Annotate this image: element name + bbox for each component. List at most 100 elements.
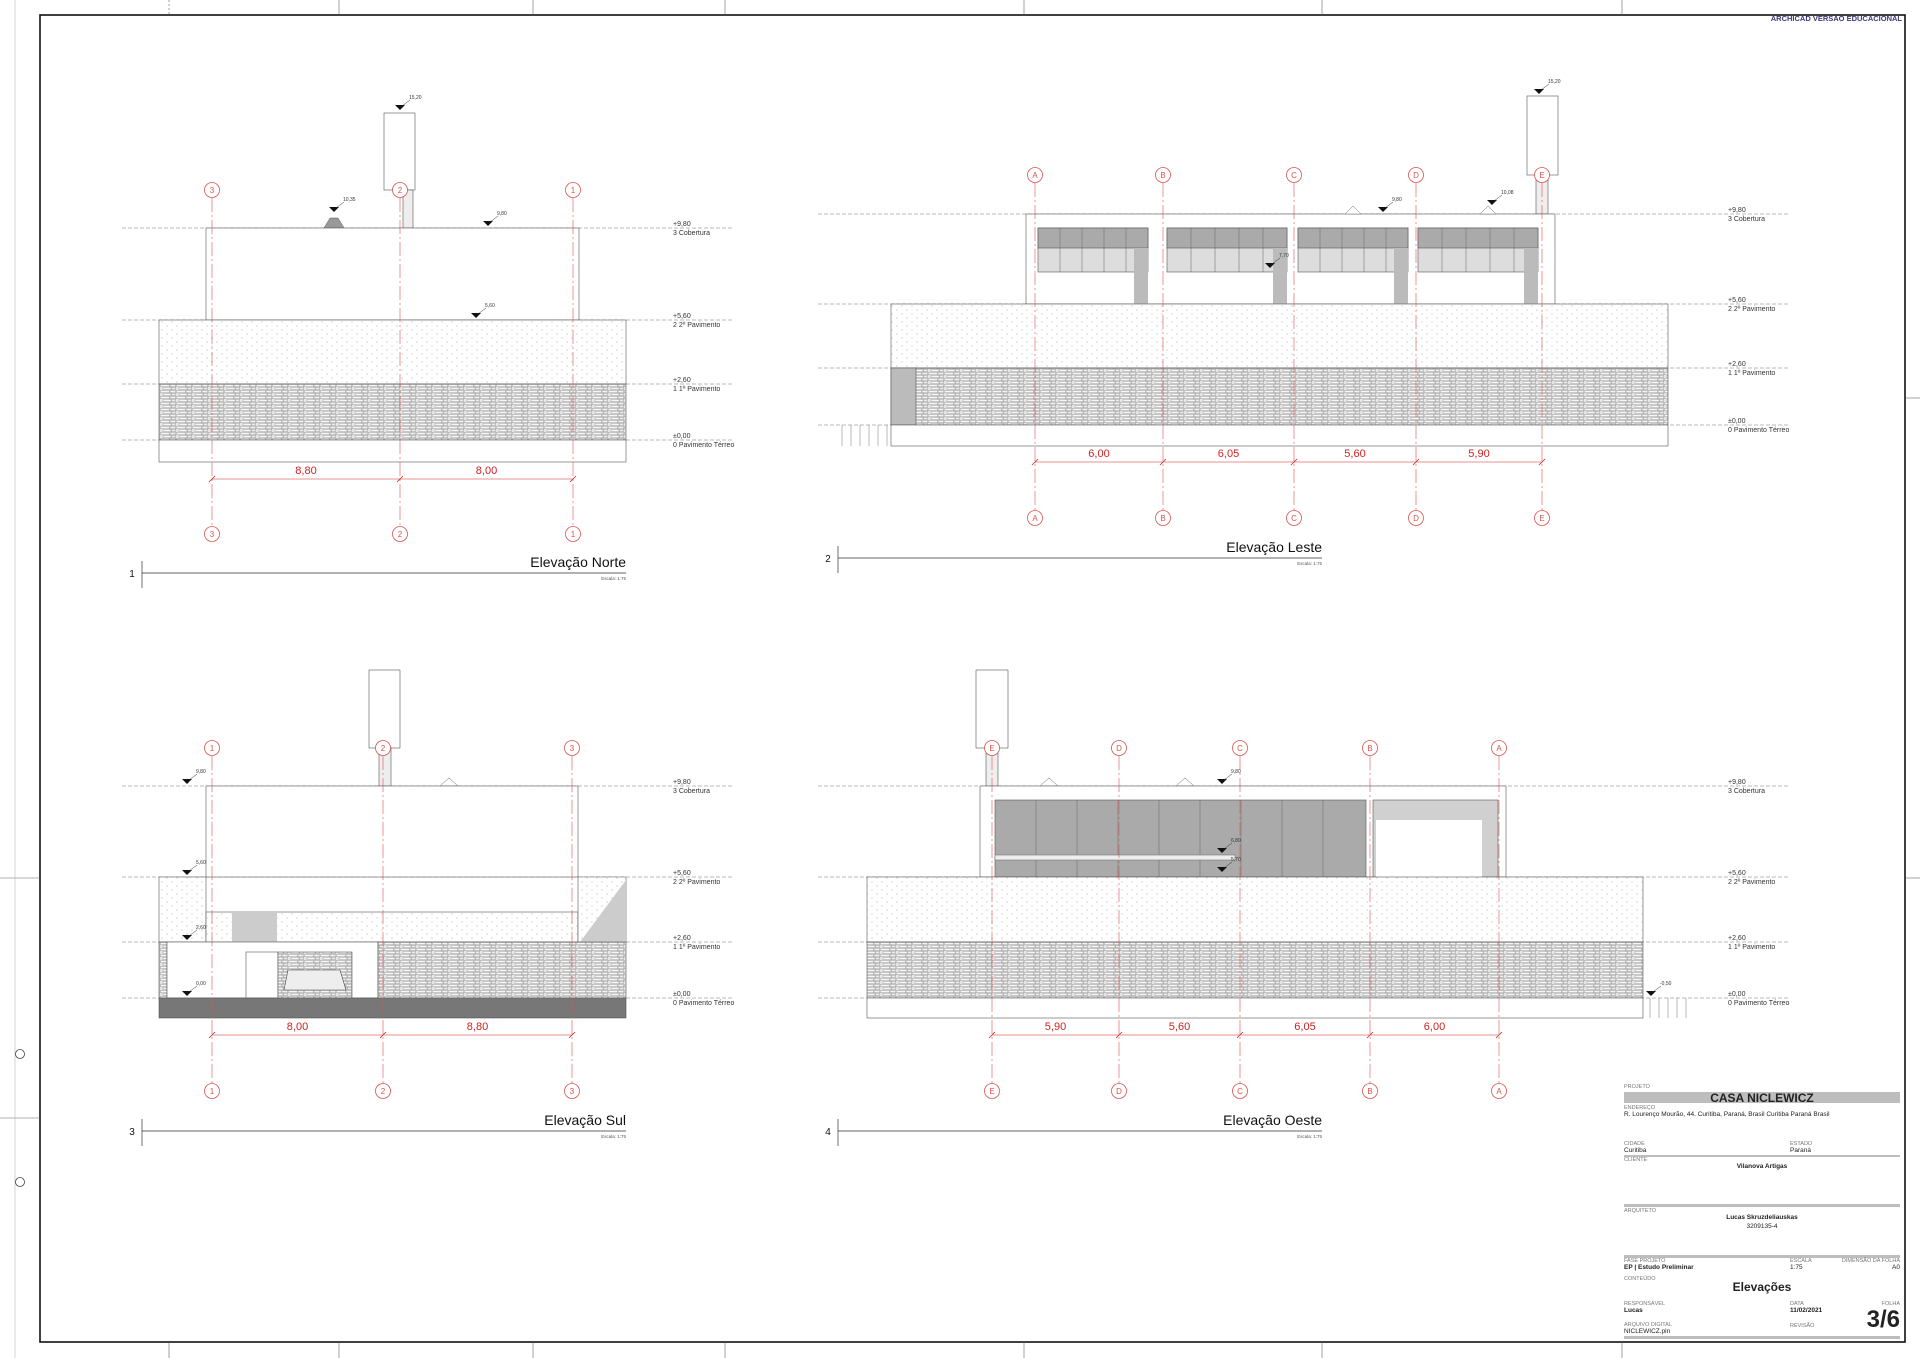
upper-volume bbox=[205, 785, 579, 878]
stone-wall bbox=[890, 367, 1669, 426]
grid-bubble bbox=[1534, 167, 1550, 183]
scale-value: 1:75 bbox=[1790, 1264, 1803, 1271]
level-name: 0 Pavimento Térreo bbox=[673, 442, 734, 449]
marker-value: 0,00 bbox=[196, 981, 206, 987]
column-shadow bbox=[1394, 248, 1408, 304]
marker-value: 9,80 bbox=[497, 211, 507, 217]
dimension-tick bbox=[1290, 458, 1298, 466]
elevation-marker-icon bbox=[1217, 867, 1227, 872]
date-value: 11/02/2021 bbox=[1790, 1307, 1823, 1314]
grid-bubble bbox=[565, 526, 581, 542]
elevation-marker-icon bbox=[1378, 207, 1388, 212]
stone-wall bbox=[377, 941, 627, 999]
garage-door bbox=[245, 951, 279, 999]
view-number: 2 bbox=[825, 554, 831, 565]
sheet-number: 3/6 bbox=[1866, 1306, 1900, 1333]
dimension-value: 6,05 bbox=[1218, 448, 1239, 460]
dimension-tick bbox=[569, 475, 577, 483]
grid-label: A bbox=[1032, 171, 1038, 180]
marker-value: 15,20 bbox=[409, 95, 422, 101]
grid-bubble bbox=[984, 1083, 1000, 1099]
grid-bubble bbox=[392, 526, 408, 542]
grid-bubble bbox=[1286, 167, 1302, 183]
dimension-value: 8,00 bbox=[476, 465, 497, 477]
grid-label: B bbox=[1367, 1087, 1372, 1096]
marker-value: 2,60 bbox=[196, 925, 206, 931]
level-name: 1 1º Pavimento bbox=[673, 944, 720, 951]
state-label: ESTADO bbox=[1790, 1141, 1813, 1147]
marker-leader bbox=[188, 929, 198, 937]
grid-bubble bbox=[1155, 510, 1171, 526]
architect-id: 3209135-4 bbox=[1746, 1223, 1778, 1230]
marker-value: 9,80 bbox=[1392, 197, 1402, 203]
address-value: R. Lourenço Mourão, 44. Curitiba, Paraná… bbox=[1624, 1111, 1830, 1118]
date-label: DATA bbox=[1790, 1301, 1804, 1307]
view-number: 3 bbox=[129, 1127, 135, 1138]
view-scale: Escala: 1:75 bbox=[601, 1134, 626, 1139]
responsible-label: RESPONSÁVEL bbox=[1624, 1301, 1665, 1307]
project-name: CASA NICLEWICZ bbox=[1710, 1091, 1814, 1105]
level-name: 1 1º Pavimento bbox=[1728, 370, 1775, 377]
dimension-tick bbox=[1495, 1031, 1503, 1039]
view-scale: Escala: 1:75 bbox=[1297, 561, 1322, 566]
dimension-value: 6,00 bbox=[1088, 448, 1109, 460]
marker-leader bbox=[489, 215, 499, 223]
grid-label: D bbox=[1413, 171, 1419, 180]
grid-bubble bbox=[1362, 1083, 1378, 1099]
elevation-2: +9,803 Cobertura+5,602 2º Pavimento+2,60… bbox=[818, 79, 1789, 573]
grid-label: D bbox=[1116, 1087, 1122, 1096]
grid-label: 2 bbox=[381, 1087, 386, 1096]
grid-bubble bbox=[1408, 167, 1424, 183]
grid-bubble bbox=[1362, 740, 1378, 756]
glass-panel bbox=[1417, 227, 1539, 249]
upper-volume bbox=[205, 227, 580, 321]
grid-label: 3 bbox=[210, 186, 215, 195]
view-number: 1 bbox=[129, 569, 135, 580]
level-name: 1 1º Pavimento bbox=[673, 386, 720, 393]
level-elevation: ±0,00 bbox=[1728, 991, 1746, 998]
marker-value: 5,70 bbox=[1231, 857, 1241, 863]
stucco-wall bbox=[158, 876, 207, 943]
level-elevation: +2,60 bbox=[673, 377, 691, 384]
skylight-dome bbox=[323, 217, 345, 229]
elevation-marker-icon bbox=[329, 207, 339, 212]
grid-bubble bbox=[1232, 1083, 1248, 1099]
level-elevation: +2,60 bbox=[673, 935, 691, 942]
level-name: 3 Cobertura bbox=[1728, 216, 1765, 223]
grid-label: B bbox=[1160, 514, 1165, 523]
grid-bubble bbox=[1534, 510, 1550, 526]
phase-label: FASE PROJETO bbox=[1624, 1258, 1666, 1264]
elevation-marker-icon bbox=[182, 991, 192, 996]
marker-value: 7,70 bbox=[1279, 253, 1289, 259]
grid-bubble bbox=[1408, 510, 1424, 526]
marker-value: 9,80 bbox=[1231, 769, 1241, 775]
level-name: 0 Pavimento Térreo bbox=[1728, 427, 1789, 434]
grid-bubble bbox=[1027, 167, 1043, 183]
city-label: CIDADE bbox=[1624, 1141, 1645, 1147]
client-label: CLIENTE bbox=[1624, 1157, 1648, 1163]
column-shadow bbox=[1273, 248, 1287, 304]
watermark-text: ARCHICAD VERSAO EDUCACIONAL bbox=[1771, 14, 1903, 23]
elevation-marker-icon bbox=[1217, 848, 1227, 853]
base bbox=[866, 997, 1644, 1019]
grid-bubble bbox=[565, 182, 581, 198]
punch-hole-icon bbox=[15, 1177, 25, 1187]
marker-leader bbox=[335, 201, 345, 209]
glass-facade bbox=[994, 799, 1367, 878]
elevation-marker-icon bbox=[182, 935, 192, 940]
client-value: Vilanova Artigas bbox=[1736, 1163, 1788, 1170]
column-shadow bbox=[1134, 248, 1148, 304]
base bbox=[890, 424, 1669, 447]
marker-value: 10,35 bbox=[343, 197, 356, 203]
level-elevation: +5,60 bbox=[673, 870, 691, 877]
grid-label: E bbox=[989, 744, 994, 753]
marker-value: 6,80 bbox=[1231, 838, 1241, 844]
grid-bubble bbox=[564, 1083, 580, 1099]
dimension-tick bbox=[1115, 1031, 1123, 1039]
building bbox=[866, 669, 1687, 1019]
grid-label: 1 bbox=[571, 530, 576, 539]
level-name: 3 Cobertura bbox=[1728, 788, 1765, 795]
grid-label: A bbox=[1032, 514, 1038, 523]
glass-panel bbox=[1037, 227, 1149, 249]
